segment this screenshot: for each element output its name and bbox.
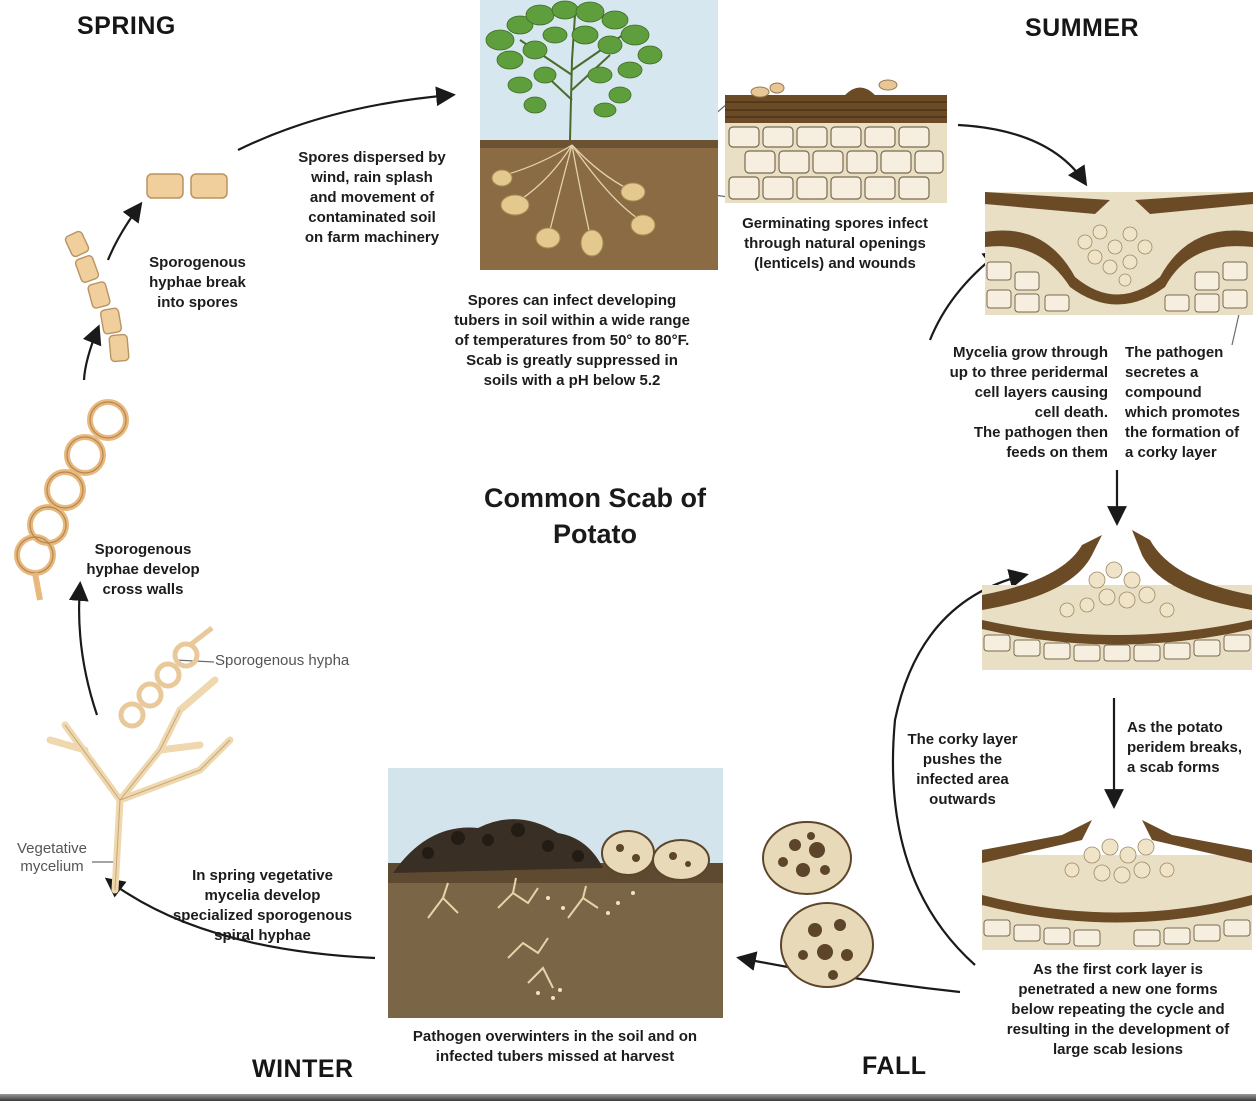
caption-hyphae-break: Sporogenous hyphae break into spores	[135, 253, 260, 313]
caption-peridem-breaks: As the potato peridem breaks, a scab for…	[1127, 718, 1256, 778]
scabbed-potatoes-illustration	[755, 820, 875, 1000]
caption-pathogen-secretes: The pathogen secretes a compound which p…	[1125, 343, 1256, 463]
bottom-border	[0, 1094, 1256, 1101]
arrow-spores-to-plant	[238, 95, 452, 150]
mycelia-tissue-illustration	[985, 192, 1255, 317]
caption-corky-layer-pushes: The corky layer pushes the infected area…	[895, 730, 1030, 810]
potato-plant-illustration	[480, 0, 720, 270]
caption-mycelia-grow: Mycelia grow through up to three perider…	[923, 343, 1108, 463]
arrow-summer-down	[958, 125, 1085, 183]
label-vegetative-mycelium: Vegetative mycelium	[12, 840, 92, 876]
tuber-skin-infection-illustration	[725, 80, 950, 205]
overwintering-soil-illustration	[388, 768, 724, 1018]
caption-spring-vegetative: In spring vegetative mycelia develop spe…	[160, 866, 365, 946]
caption-spores-dispersed: Spores dispersed by wind, rain splash an…	[282, 148, 462, 248]
spores-illustration	[145, 172, 230, 202]
caption-overwinters: Pathogen overwinters in the soil and on …	[385, 1027, 725, 1067]
caption-spores-infect-tubers: Spores can infect developing tubers in s…	[437, 291, 707, 391]
corky-layer-illustration	[982, 525, 1254, 670]
caption-first-cork-layer: As the first cork layer is penetrated a …	[988, 960, 1248, 1060]
label-sporogenous-hypha: Sporogenous hypha	[215, 652, 349, 670]
caption-cross-walls: Sporogenous hyphae develop cross walls	[78, 540, 208, 600]
scab-lesion-illustration	[982, 815, 1254, 950]
caption-germinating-spores: Germinating spores infect through natura…	[725, 214, 945, 274]
